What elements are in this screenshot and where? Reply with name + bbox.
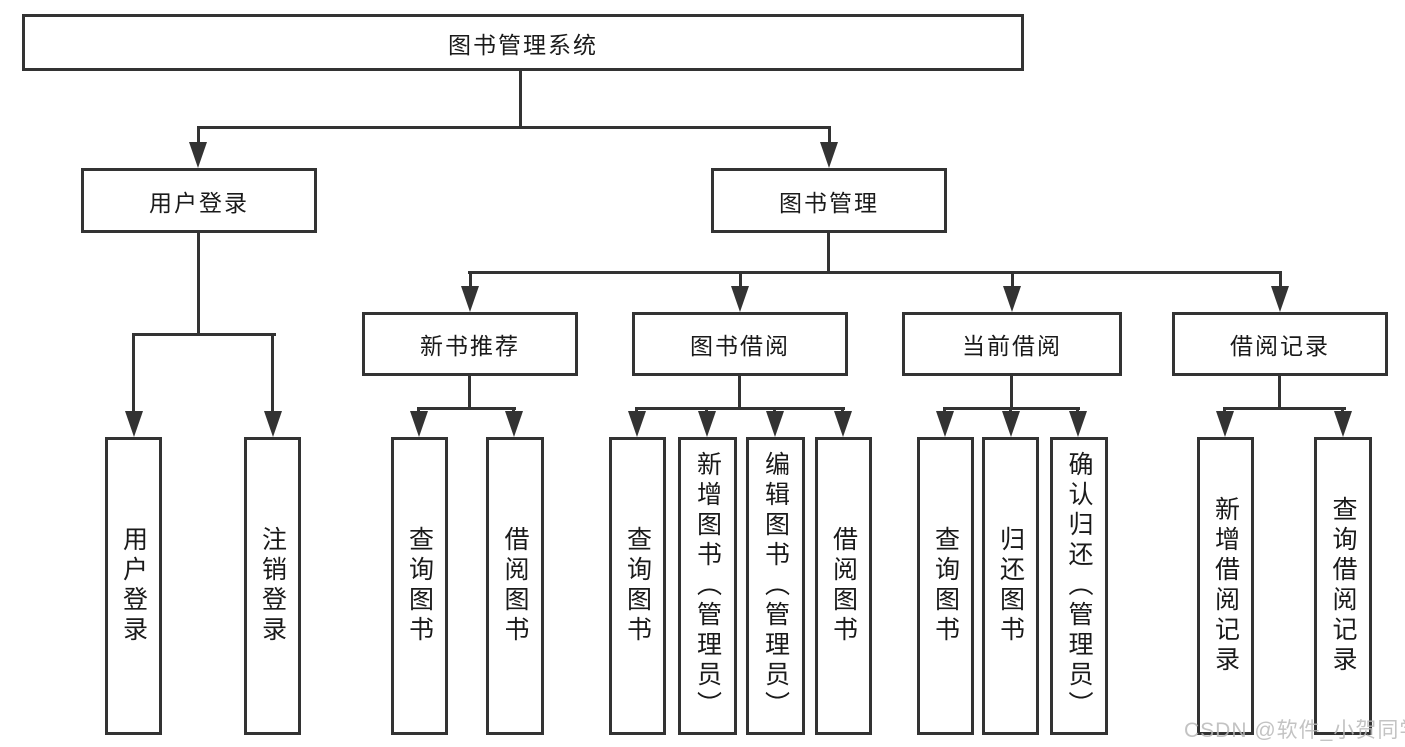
leaf-query-books-borrowing: 查询图书 [609, 437, 666, 735]
arrow-down-icon [189, 142, 207, 168]
connector-line [468, 376, 471, 407]
leaf-borrow-books-borrowing-label: 借阅图书 [829, 526, 858, 646]
connector-line [635, 407, 845, 410]
csdn-watermark: CSDN @软件_小贺同学 [1184, 719, 1405, 742]
node-current-borrowing: 当前借阅 [902, 312, 1122, 376]
connector-line [197, 126, 200, 146]
arrow-down-icon [264, 411, 282, 437]
leaf-user-login: 用户登录 [105, 437, 162, 735]
leaf-edit-book-admin: 编辑图书（管理员） [746, 437, 805, 735]
connector-line [271, 333, 274, 413]
connector-line [1011, 271, 1014, 289]
leaf-edit-book-admin-label: 编辑图书（管理员） [761, 451, 790, 721]
node-current-borrowing-label: 当前借阅 [962, 333, 1062, 359]
node-new-book-recommend-label: 新书推荐 [420, 333, 520, 359]
leaf-add-borrow-record: 新增借阅记录 [1197, 437, 1254, 735]
leaf-borrow-books-borrowing: 借阅图书 [815, 437, 872, 735]
leaf-query-books-recommend-label: 查询图书 [405, 526, 434, 646]
arrow-down-icon [1003, 286, 1021, 312]
arrow-down-icon [628, 411, 646, 437]
leaf-confirm-return-admin-label: 确认归还（管理员） [1065, 451, 1093, 721]
connector-line [1223, 407, 1346, 410]
arrow-down-icon [698, 411, 716, 437]
node-borrow-records: 借阅记录 [1172, 312, 1388, 376]
arrow-down-icon [1002, 411, 1020, 437]
leaf-query-borrow-record: 查询借阅记录 [1314, 437, 1372, 735]
leaf-return-books-label: 归还图书 [996, 526, 1025, 646]
leaf-query-books-current: 查询图书 [917, 437, 974, 735]
node-user-login-label: 用户登录 [149, 189, 249, 216]
arrow-down-icon [820, 142, 838, 168]
connector-line [1279, 271, 1282, 289]
leaf-query-books-borrowing-label: 查询图书 [623, 526, 652, 646]
arrow-down-icon [834, 411, 852, 437]
connector-line [132, 333, 276, 336]
leaf-query-books-recommend: 查询图书 [391, 437, 448, 735]
node-book-management: 图书管理 [711, 168, 947, 233]
connector-line [417, 407, 516, 410]
leaf-logout-label: 注销登录 [258, 526, 287, 646]
connector-line [1278, 376, 1281, 407]
node-user-login: 用户登录 [81, 168, 317, 233]
connector-line [468, 271, 1282, 274]
leaf-confirm-return-admin: 确认归还（管理员） [1050, 437, 1108, 735]
arrow-down-icon [936, 411, 954, 437]
connector-line [739, 271, 742, 289]
connector-line [827, 233, 830, 271]
connector-line [1010, 376, 1013, 407]
connector-line [197, 233, 200, 333]
arrow-down-icon [461, 286, 479, 312]
leaf-borrow-books-recommend-label: 借阅图书 [501, 526, 529, 646]
connector-line [738, 376, 741, 407]
arrow-down-icon [766, 411, 784, 437]
leaf-add-book-admin: 新增图书（管理员） [678, 437, 737, 735]
node-library-system: 图书管理系统 [22, 14, 1024, 71]
arrow-down-icon [505, 411, 523, 437]
leaf-add-book-admin-label: 新增图书（管理员） [693, 451, 722, 721]
leaf-logout: 注销登录 [244, 437, 301, 735]
leaf-query-borrow-record-label: 查询借阅记录 [1329, 496, 1357, 676]
arrow-down-icon [1069, 411, 1087, 437]
arrow-down-icon [410, 411, 428, 437]
arrow-down-icon [1334, 411, 1352, 437]
leaf-borrow-books-recommend: 借阅图书 [486, 437, 544, 735]
arrow-down-icon [1216, 411, 1234, 437]
leaf-return-books: 归还图书 [982, 437, 1039, 735]
arrow-down-icon [731, 286, 749, 312]
arrow-down-icon [125, 411, 143, 437]
node-new-book-recommend: 新书推荐 [362, 312, 578, 376]
leaf-add-borrow-record-label: 新增借阅记录 [1211, 496, 1240, 676]
connector-line [519, 70, 522, 126]
leaf-user-login-label: 用户登录 [119, 526, 148, 646]
connector-line [828, 126, 831, 146]
connector-line [197, 126, 831, 129]
node-book-management-label: 图书管理 [779, 189, 879, 216]
leaf-query-books-current-label: 查询图书 [931, 526, 960, 646]
arrow-down-icon [1271, 286, 1289, 312]
node-library-system-label: 图书管理系统 [448, 31, 598, 58]
node-book-borrowing: 图书借阅 [632, 312, 848, 376]
connector-line [132, 333, 135, 413]
node-borrow-records-label: 借阅记录 [1230, 333, 1330, 359]
node-book-borrowing-label: 图书借阅 [690, 333, 790, 359]
connector-line [469, 271, 472, 289]
